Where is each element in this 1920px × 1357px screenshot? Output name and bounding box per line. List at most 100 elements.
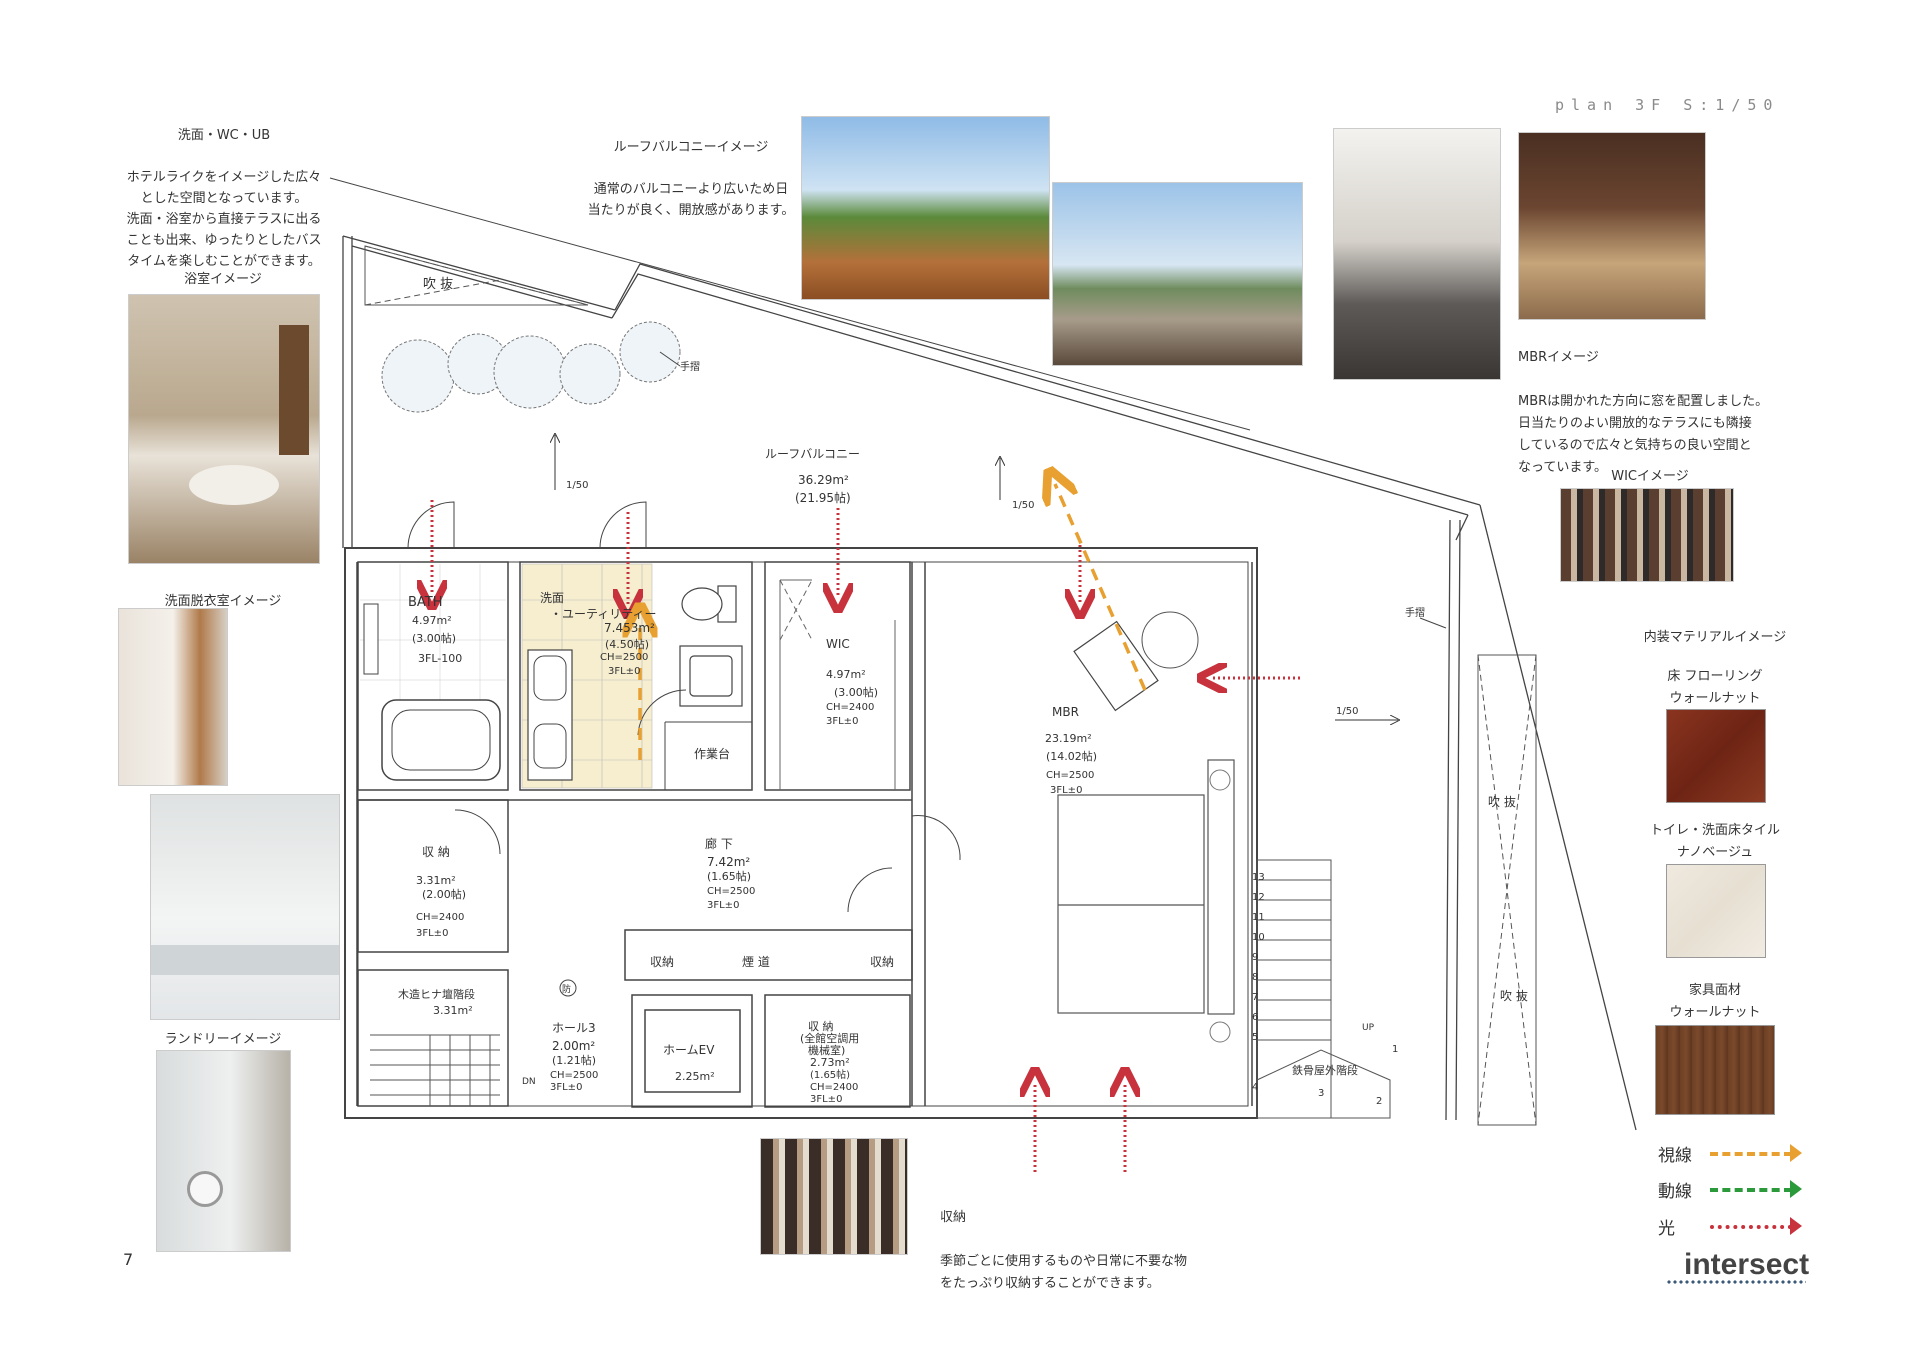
void-right <box>1477 654 1537 1126</box>
storage-left-tatami: (2.00帖) <box>422 888 466 901</box>
home-elevator-shaft <box>644 1009 741 1093</box>
laundry-caption: ランドリーイメージ <box>164 1032 282 1047</box>
machine-room-name2: (全館空調用 <box>800 1031 859 1045</box>
void-right-label-1: 吹 抜 <box>1488 795 1516 809</box>
corridor-ch: CH=2500 <box>707 886 755 897</box>
washbasin-counter <box>527 649 573 781</box>
toilet <box>681 585 737 623</box>
bath-note-leader <box>329 177 1251 431</box>
roof-balcony-area: 36.29m² <box>798 473 849 487</box>
steel-stairs <box>1256 859 1391 1119</box>
storage-b-label: 収納 <box>870 955 894 969</box>
flue-label: 煙 道 <box>742 955 770 969</box>
hall3-tatami: (1.21帖) <box>552 1054 596 1067</box>
hall3-name: ホール3 <box>552 1021 596 1035</box>
legend-sightline-line <box>1710 1152 1792 1156</box>
wic-area: 4.97m² <box>826 668 866 681</box>
mbr-note-body: MBRは開かれた方向に窓を配置しました。 日当たりのよい開放的なテラスにも隣接 … <box>1518 394 1769 475</box>
legend-sightline-label: 視線 <box>1658 1146 1692 1166</box>
dressing-caption: 洗面脱衣室イメージ <box>164 594 282 609</box>
void-top <box>364 245 589 306</box>
mbr-note: MBRイメージ MBRは開かれた方向に窓を配置しました。 日当たりのよい開放的な… <box>1518 325 1818 501</box>
stair-number: 9 <box>1252 952 1258 963</box>
stair-number: 5 <box>1252 1032 1258 1043</box>
washroom-level: 3FL±0 <box>608 666 640 677</box>
material-swatch-nano-beige <box>1666 864 1766 958</box>
mbr-photo-1 <box>1333 128 1501 380</box>
bath-note: 洗面・WC・UB ホテルライクをイメージした広々 とした空間となっています。 洗… <box>118 104 330 293</box>
corridor-level: 3FL±0 <box>707 900 739 911</box>
material-1-line1: 床 フローリング <box>1667 669 1763 684</box>
machine-room-level: 3FL±0 <box>810 1094 842 1105</box>
stair-number: 8 <box>1252 972 1258 983</box>
wic-level: 3FL±0 <box>826 716 858 727</box>
mbr-area: 23.19m² <box>1045 732 1092 745</box>
corridor-area: 7.42m² <box>707 855 750 869</box>
washroom-tatami: (4.50帖) <box>605 638 649 651</box>
stair-number: 1 <box>1392 1044 1398 1055</box>
dn-label: DN <box>522 1077 536 1087</box>
corridor-name: 廊 下 <box>705 836 733 851</box>
home-ev-name: ホームEV <box>663 1043 715 1057</box>
materials-title: 内装マテリアルイメージ <box>1643 630 1787 645</box>
machine-room-tatami: (1.65帖) <box>810 1068 850 1081</box>
storage-left-ch: CH=2400 <box>416 912 464 923</box>
material-1-label: 床 フローリング ウォールナット <box>1630 666 1800 710</box>
stair-number: 6 <box>1252 1012 1258 1023</box>
bathroom-photo <box>128 294 320 564</box>
roof-note: ルーフバルコニーイメージ 通常のバルコニーより広いため日 当たりが良く、開放感が… <box>578 116 804 242</box>
up-label: UP <box>1362 1023 1375 1033</box>
legend-light-arrow <box>1790 1217 1802 1235</box>
stair-number: 10 <box>1252 932 1265 943</box>
material-3-line2: ウォールナット <box>1669 1005 1761 1020</box>
home-ev-area: 2.25m² <box>675 1070 715 1083</box>
bath-note-body: ホテルライクをイメージした広々 とした空間となっています。 洗面・浴室から直接テ… <box>126 170 322 269</box>
material-2-line2: ナノベージュ <box>1676 845 1754 860</box>
material-swatch-walnut-floor <box>1666 709 1766 803</box>
wic-caption: WICイメージ <box>1611 469 1689 484</box>
mbr-level: 3FL±0 <box>1050 785 1082 796</box>
washroom-name: 洗面 <box>540 591 564 605</box>
storage-photo <box>760 1138 908 1255</box>
storage-note: 収納 季節ごとに使用するものや日常に不要な物 をたっぷり収納することができます。 <box>940 1185 1240 1317</box>
worktable-label: 作業台 <box>694 746 730 761</box>
doors <box>407 501 961 913</box>
legend-flow-label: 動線 <box>1658 1182 1692 1202</box>
balcony-plants <box>381 321 681 413</box>
wic-shelves <box>779 579 896 790</box>
steel-stair-label: 鉄骨屋外階段 <box>1292 1063 1358 1077</box>
legend-flow-line <box>1710 1188 1792 1192</box>
roof-note-body: 通常のバルコニーより広いため日 当たりが良く、開放感があります。 <box>587 182 795 218</box>
storage-left-area: 3.31m² <box>416 874 456 887</box>
balcony-parapet <box>342 235 1637 1131</box>
stair-number: 11 <box>1252 912 1265 923</box>
bath-note-heading: 洗面・WC・UB <box>177 128 271 143</box>
mbr-name: MBR <box>1052 705 1079 719</box>
machine-room-area: 2.73m² <box>810 1056 850 1069</box>
bath-level: 3FL-100 <box>418 652 462 665</box>
round-table <box>1141 611 1199 669</box>
material-2-label: トイレ・洗面床タイル ナノベージュ <box>1630 820 1800 864</box>
fire-mark: 防 <box>562 983 571 995</box>
roof-photo-1 <box>801 116 1050 300</box>
storage-note-heading: 収納 <box>940 1210 967 1225</box>
stair-number: 13 <box>1252 872 1265 883</box>
brand-dots <box>1666 1280 1806 1284</box>
material-2-line1: トイレ・洗面床タイル <box>1649 823 1780 838</box>
handrail-right-label: 手摺 <box>1405 606 1425 619</box>
washroom-ch: CH=2500 <box>600 652 648 663</box>
machine-room-ch: CH=2400 <box>810 1082 858 1093</box>
roof-note-heading: ルーフバルコニーイメージ <box>613 140 769 155</box>
mbr-note-heading: MBRイメージ <box>1518 350 1599 365</box>
slope-right-label: 1/50 <box>1336 706 1358 717</box>
mbr-photo-2 <box>1518 132 1706 320</box>
hall3-level: 3FL±0 <box>550 1082 582 1093</box>
stair-number: 12 <box>1252 892 1265 903</box>
laundry-photo <box>156 1050 291 1252</box>
legend-flow-arrow <box>1790 1180 1802 1198</box>
storage-left-name: 収 納 <box>422 845 450 859</box>
roof-photo-2 <box>1052 182 1303 366</box>
hall3-area: 2.00m² <box>552 1039 595 1053</box>
dressing-photo <box>118 608 228 786</box>
